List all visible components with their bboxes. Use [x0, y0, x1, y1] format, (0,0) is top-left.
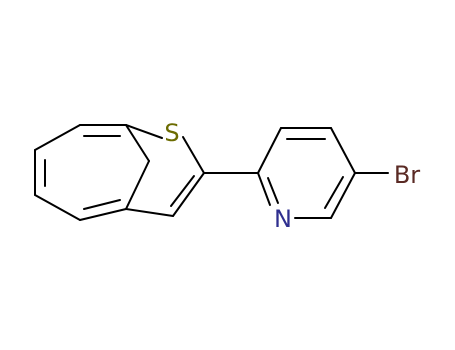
bond — [125, 124, 150, 162]
bond — [172, 172, 205, 217]
bond — [79, 208, 127, 221]
atom-bromine: Br — [394, 161, 420, 189]
pyridine-ring — [257, 127, 356, 219]
bond — [34, 194, 81, 221]
bond — [125, 124, 163, 139]
benzene-ring — [34, 124, 150, 221]
bond — [257, 127, 282, 174]
thiophene-ring — [125, 124, 205, 217]
double-bond-inner — [83, 199, 121, 210]
bond — [182, 136, 205, 174]
bond — [125, 208, 174, 217]
bond — [257, 172, 271, 206]
bond — [330, 127, 356, 174]
bond — [125, 160, 150, 210]
bond — [34, 124, 81, 151]
atom-sulfur: S — [164, 119, 179, 147]
double-bond-inner — [267, 177, 279, 204]
bond — [330, 172, 356, 219]
double-bond-inner — [170, 175, 195, 207]
double-bond-inner — [324, 176, 344, 209]
atom-nitrogen: N — [274, 205, 292, 233]
